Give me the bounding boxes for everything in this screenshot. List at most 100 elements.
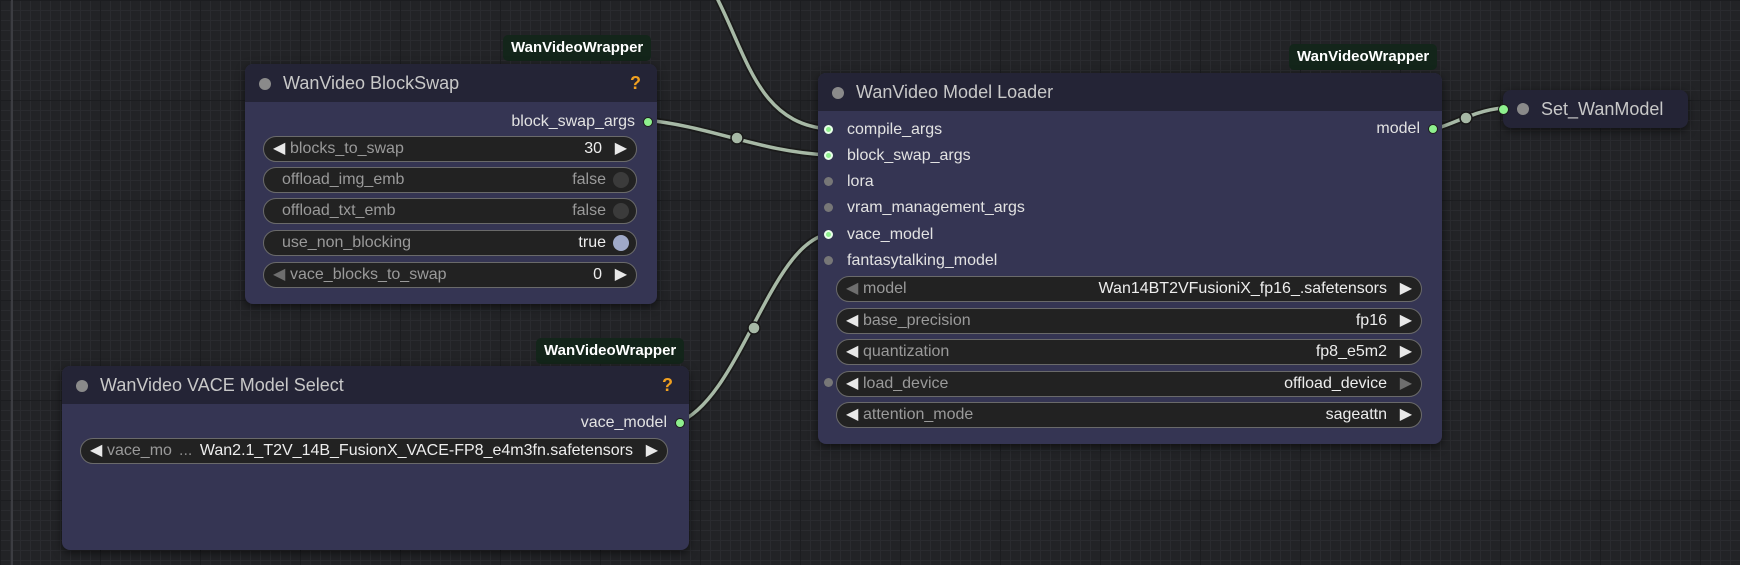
widget-value: fp8_e5m2 (1315, 343, 1387, 360)
widget-value: false (572, 202, 606, 219)
increment-arrow-icon[interactable]: ▶ (1399, 280, 1412, 297)
decrement-arrow-icon[interactable]: ◀ (846, 343, 859, 360)
output-label: vace_model (580, 414, 667, 431)
quantization-combo[interactable]: ◀ quantization fp8_e5m2 ▶ (836, 339, 1422, 365)
output-socket-icon[interactable] (643, 117, 653, 127)
node-source-badge: WanVideoWrapper (1289, 44, 1438, 70)
widget-value: fp16 (1355, 312, 1387, 329)
widget-ellipsis: ... (179, 442, 193, 459)
base-precision-combo[interactable]: ◀ base_precision fp16 ▶ (836, 308, 1422, 334)
widget-value: Wan2.1_T2V_14B_FusionX_VACE-FP8_e4m3fn.s… (199, 442, 633, 459)
collapse-dot-icon[interactable] (259, 78, 271, 90)
reroute-dot (747, 321, 761, 335)
increment-arrow-icon[interactable]: ▶ (1399, 406, 1412, 423)
widget-value: false (572, 171, 606, 188)
widget-label: base_precision (863, 312, 971, 329)
output-socket-icon[interactable] (1428, 124, 1438, 134)
node-title-bar[interactable]: WanVideo VACE Model Select ? (62, 366, 689, 404)
reroute-dot (1459, 111, 1473, 125)
input-socket-icon[interactable] (824, 125, 833, 134)
input-socket-icon[interactable] (824, 256, 833, 265)
increment-arrow-icon[interactable]: ▶ (1399, 312, 1412, 329)
widget-label: use_non_blocking (282, 234, 411, 251)
decrement-arrow-icon[interactable]: ◀ (273, 266, 286, 283)
widget-label: load_device (863, 375, 949, 392)
node-source-badge: WanVideoWrapper (536, 338, 685, 364)
set-wanmodel-node[interactable]: Set_WanModel (1498, 90, 1688, 128)
output-model[interactable]: model (1242, 119, 1442, 139)
widget-label: vace_mo (107, 442, 172, 459)
vace-model-select-node[interactable]: WanVideo VACE Model Select ? vace_model … (62, 366, 689, 550)
output-label: model (1376, 120, 1420, 137)
increment-arrow-icon[interactable]: ▶ (1399, 343, 1412, 360)
input-label: lora (847, 173, 874, 190)
canvas-left-border (11, 0, 13, 565)
widget-value: true (578, 234, 606, 251)
collapse-dot-icon[interactable] (76, 380, 88, 392)
model-loader-node[interactable]: WanVideo Model Loader compile_args block… (818, 73, 1442, 444)
vace-blocks-to-swap-widget[interactable]: ◀ vace_blocks_to_swap 0 ▶ (263, 262, 637, 288)
input-socket-icon[interactable] (824, 378, 833, 387)
input-socket-icon[interactable] (1498, 104, 1509, 115)
node-source-badge: WanVideoWrapper (503, 35, 652, 61)
offload-img-emb-toggle[interactable]: offload_img_emb false (263, 167, 637, 193)
decrement-arrow-icon[interactable]: ◀ (846, 312, 859, 329)
widget-value: sageattn (1325, 406, 1387, 423)
widget-value: 0 (593, 266, 602, 283)
link-compile-args (714, 0, 833, 133)
widget-value: offload_device (1284, 375, 1387, 392)
help-icon[interactable]: ? (630, 73, 641, 93)
input-label: compile_args (847, 121, 943, 138)
node-title: Set_WanModel (1541, 99, 1664, 119)
widget-label: vace_blocks_to_swap (290, 266, 447, 283)
toggle-knob-icon[interactable] (613, 235, 629, 251)
attention-mode-combo[interactable]: ◀ attention_mode sageattn ▶ (836, 402, 1422, 428)
reroute-dot (730, 131, 744, 145)
node-title: WanVideo Model Loader (856, 82, 1054, 102)
input-socket-icon[interactable] (824, 203, 833, 212)
widget-label: attention_mode (863, 406, 974, 423)
input-socket-icon[interactable] (824, 151, 833, 160)
collapse-dot-icon[interactable] (832, 87, 844, 99)
blocks-to-swap-widget[interactable]: ◀ blocks_to_swap 30 ▶ (263, 136, 637, 162)
toggle-knob-icon[interactable] (613, 172, 629, 188)
decrement-arrow-icon[interactable]: ◀ (846, 375, 859, 392)
widget-label: blocks_to_swap (290, 140, 404, 157)
vace-model-combo[interactable]: ◀ vace_mo ... Wan2.1_T2V_14B_FusionX_VAC… (80, 438, 668, 464)
output-label: block_swap_args (511, 113, 635, 130)
increment-arrow-icon[interactable]: ▶ (614, 140, 627, 157)
output-vace-model[interactable]: vace_model (389, 413, 689, 433)
input-socket-icon[interactable] (824, 177, 833, 186)
decrement-arrow-icon[interactable]: ◀ (90, 442, 103, 459)
blockswap-node[interactable]: WanVideo BlockSwap ? block_swap_args ◀ b… (245, 64, 657, 304)
input-label: fantasytalking_model (847, 252, 998, 269)
model-combo[interactable]: ◀ model Wan14BT2VFusioniX_fp16_.safetens… (836, 276, 1422, 302)
widget-label: model (863, 280, 907, 297)
input-socket-icon[interactable] (824, 230, 833, 239)
node-title-bar[interactable]: WanVideo BlockSwap ? (245, 64, 657, 102)
widget-label: offload_img_emb (282, 171, 405, 188)
input-label: vram_management_args (847, 199, 1025, 216)
use-non-blocking-toggle[interactable]: use_non_blocking true (263, 230, 637, 256)
output-block-swap-args[interactable]: block_swap_args (357, 112, 657, 132)
input-label: block_swap_args (847, 147, 971, 164)
collapse-dot-icon[interactable] (1517, 103, 1529, 115)
input-label: vace_model (847, 226, 934, 243)
help-icon[interactable]: ? (662, 375, 673, 395)
node-title: WanVideo BlockSwap (283, 73, 460, 93)
decrement-arrow-icon[interactable]: ◀ (846, 280, 859, 297)
load-device-combo[interactable]: ◀ load_device offload_device ▶ (836, 371, 1422, 397)
node-title: WanVideo VACE Model Select (100, 375, 344, 395)
widget-value: Wan14BT2VFusioniX_fp16_.safetensors (1098, 280, 1387, 297)
decrement-arrow-icon[interactable]: ◀ (846, 406, 859, 423)
output-socket-icon[interactable] (675, 418, 685, 428)
widget-label: offload_txt_emb (282, 202, 396, 219)
increment-arrow-icon[interactable]: ▶ (1399, 375, 1412, 392)
decrement-arrow-icon[interactable]: ◀ (273, 140, 286, 157)
toggle-knob-icon[interactable] (613, 203, 629, 219)
increment-arrow-icon[interactable]: ▶ (614, 266, 627, 283)
node-title-bar[interactable]: WanVideo Model Loader (818, 73, 1442, 111)
offload-txt-emb-toggle[interactable]: offload_txt_emb false (263, 198, 637, 224)
widget-label: quantization (863, 343, 950, 360)
increment-arrow-icon[interactable]: ▶ (645, 442, 658, 459)
